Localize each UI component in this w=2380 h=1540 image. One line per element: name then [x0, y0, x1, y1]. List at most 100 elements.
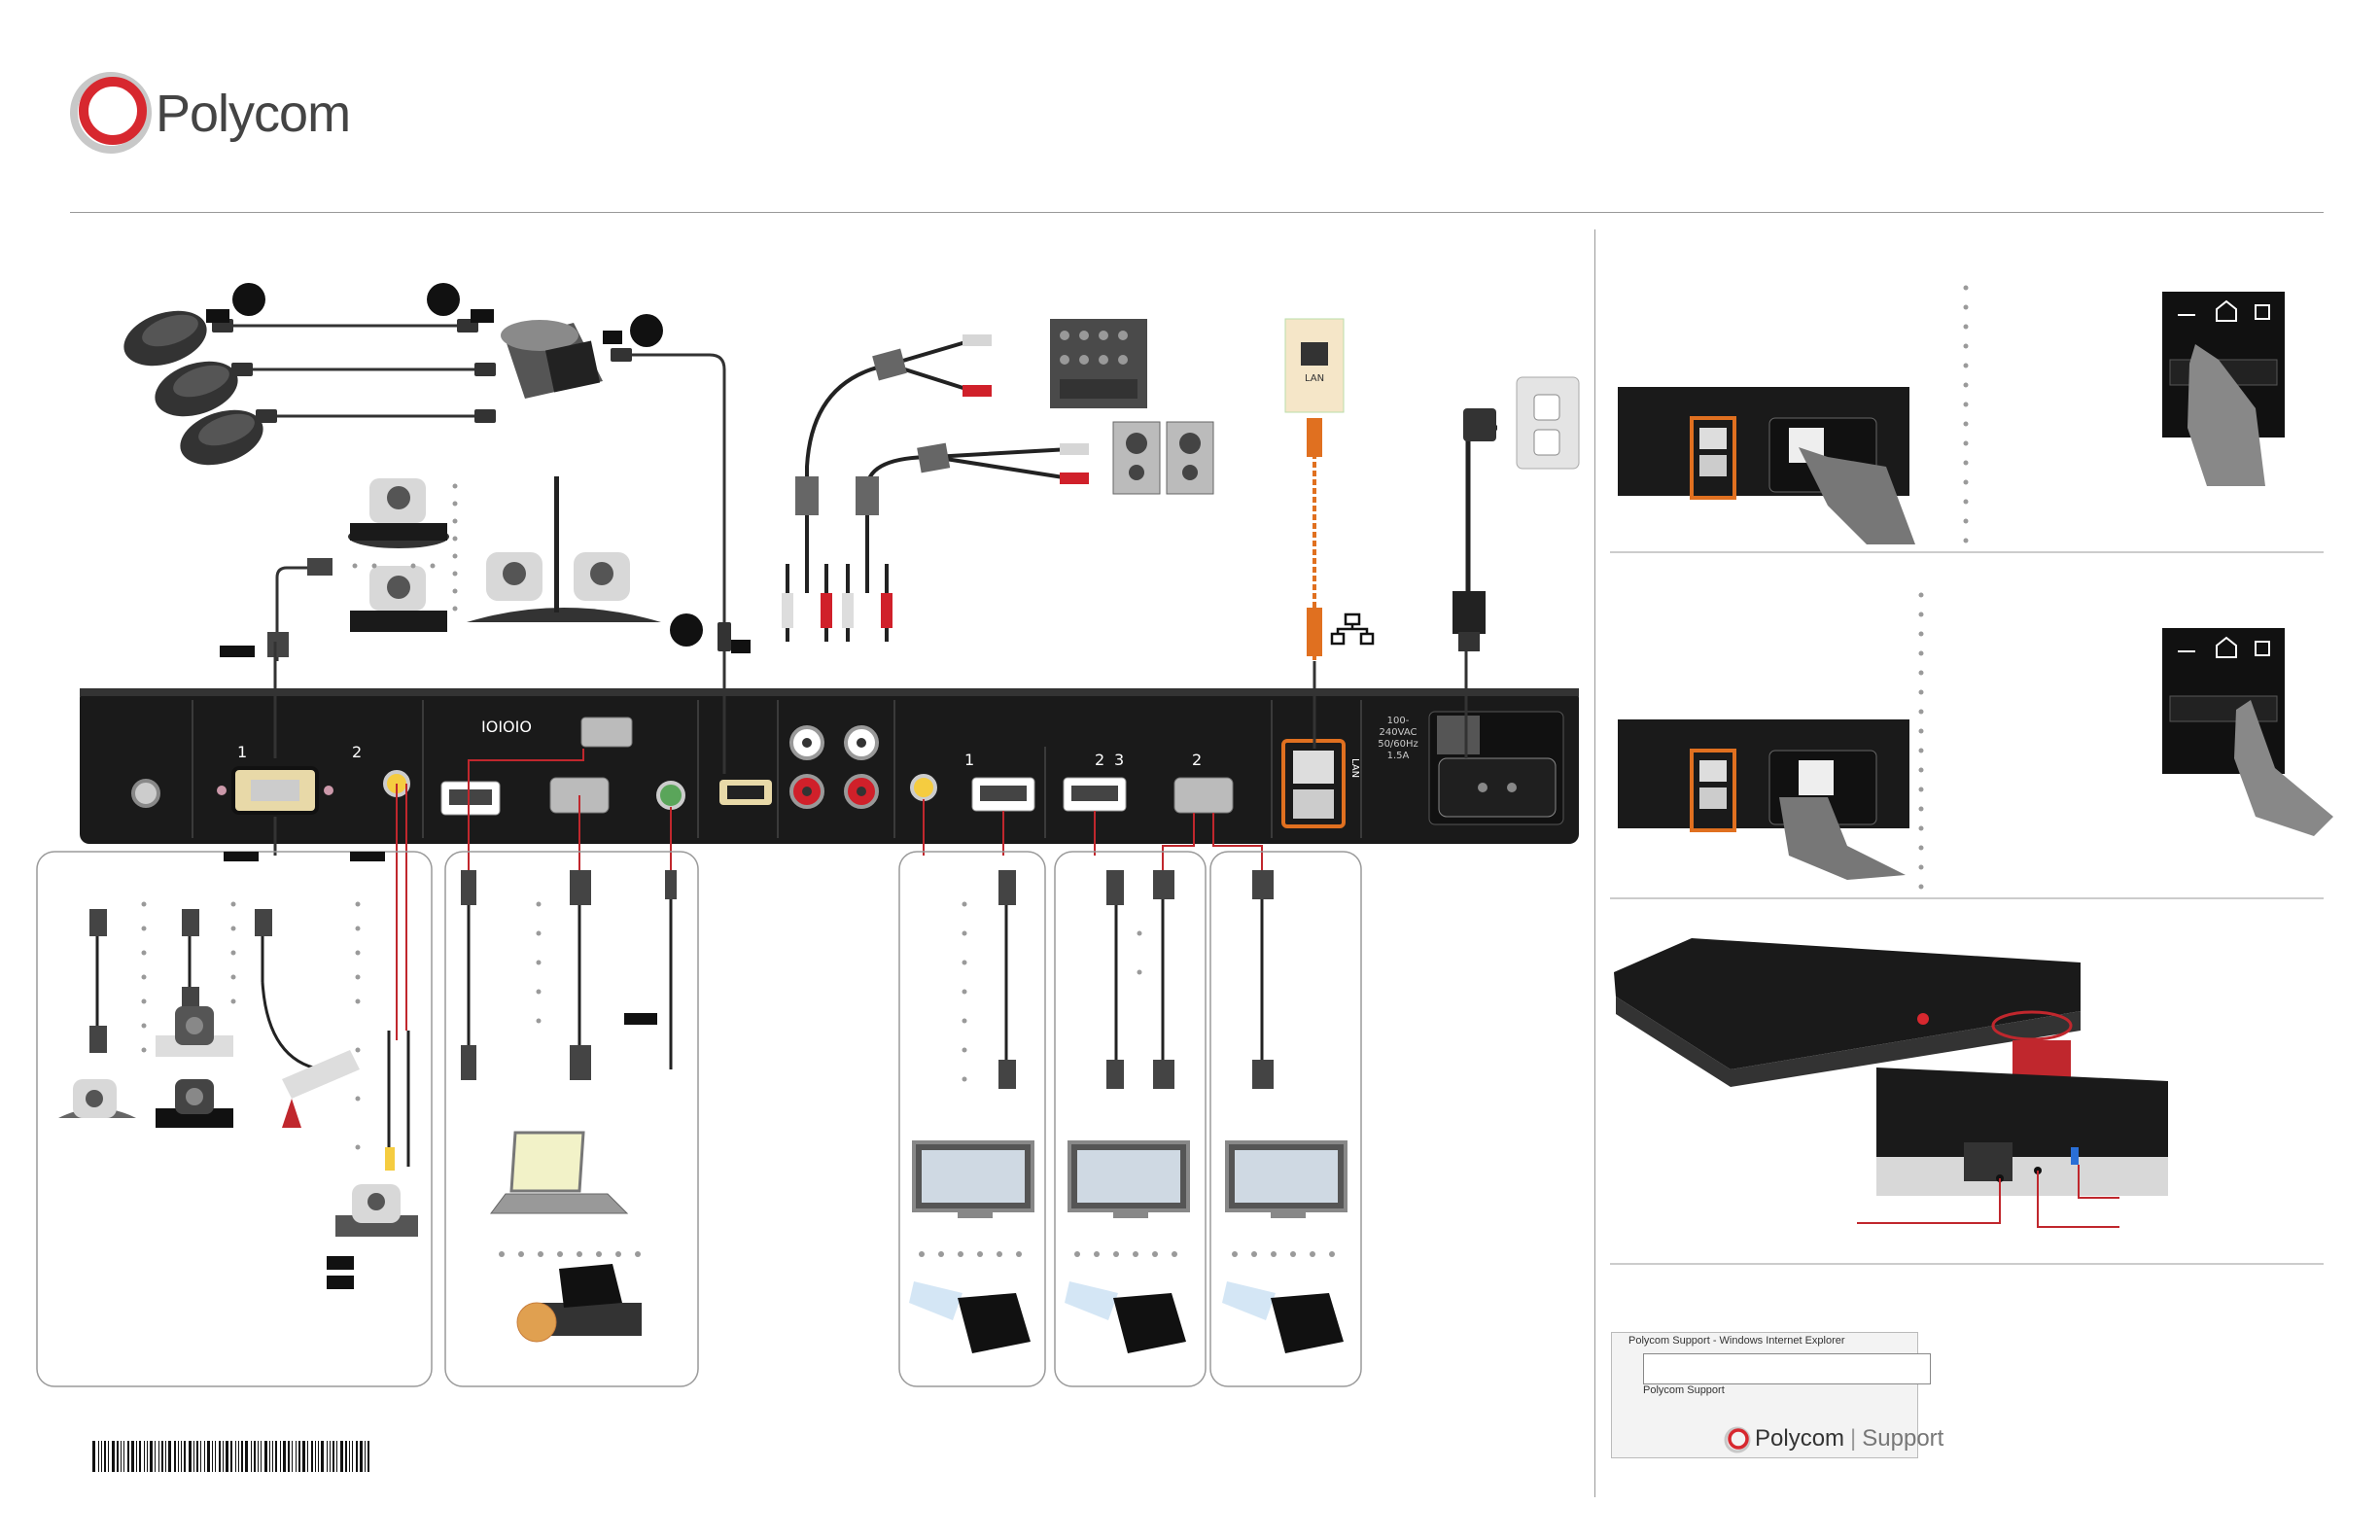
barcode-bar	[307, 1441, 308, 1472]
power-outlet	[1517, 377, 1579, 469]
barcode-bar	[327, 1441, 328, 1472]
barcode-bar	[283, 1441, 286, 1472]
barcode-bar	[184, 1441, 186, 1472]
camera-icon	[58, 1079, 136, 1118]
barcode-bar	[101, 1441, 102, 1472]
barcode-bar	[226, 1441, 228, 1472]
barcode-bar	[349, 1441, 350, 1472]
barcode-bar	[212, 1441, 213, 1472]
barcode-bar	[245, 1441, 248, 1472]
vga-monitor-label: 2	[1192, 751, 1202, 769]
barcode-bar	[117, 1441, 119, 1472]
lan-wall-jack: LAN	[1285, 319, 1344, 412]
barcode-bar	[189, 1441, 192, 1472]
barcode-bar	[311, 1441, 313, 1472]
barcode-bar	[230, 1441, 232, 1472]
barcode-bar	[251, 1441, 252, 1472]
barcode-bar	[272, 1441, 273, 1472]
browser-tab[interactable]: Polycom Support	[1643, 1384, 1725, 1396]
camera-2-label: 2	[352, 743, 362, 761]
barcode-bar	[302, 1441, 305, 1472]
camera-eagleeye-2	[350, 566, 447, 632]
wall-jack-label: LAN	[1305, 373, 1324, 384]
barcode-bar	[161, 1441, 163, 1472]
barcode-icon	[92, 1441, 369, 1472]
barcode-bar	[168, 1441, 171, 1472]
barcode-bar	[196, 1441, 198, 1472]
barcode-bar	[193, 1441, 194, 1472]
barcode-bar	[155, 1441, 156, 1472]
barcode-bar	[352, 1441, 353, 1472]
barcode-bar	[321, 1441, 324, 1472]
codec-front-view	[1614, 938, 2168, 1196]
barcode-bar	[235, 1441, 236, 1472]
barcode-bar	[264, 1441, 267, 1472]
lan-port-label: LAN	[1349, 758, 1360, 778]
barcode-bar	[144, 1441, 145, 1472]
browser-title: Polycom Support - Windows Internet Explo…	[1628, 1335, 1845, 1347]
barcode-bar	[207, 1441, 210, 1472]
barcode-bar	[219, 1441, 221, 1472]
barcode-bar	[147, 1441, 148, 1472]
lan-cable	[1307, 418, 1322, 661]
barcode-bar	[280, 1441, 281, 1472]
barcode-bar	[332, 1441, 334, 1472]
document-camera-icon	[517, 1264, 642, 1342]
address-bar[interactable]	[1643, 1353, 1931, 1384]
barcode-bar	[150, 1441, 153, 1472]
mic-icon-badges	[206, 283, 751, 653]
barcode-bar	[288, 1441, 290, 1472]
barcode-bar	[127, 1441, 129, 1472]
barcode-bar	[165, 1441, 166, 1472]
monitor-1-label: 1	[964, 751, 974, 769]
barcode-bar	[261, 1441, 262, 1472]
barcode-bar	[345, 1441, 347, 1472]
barcode-bar	[121, 1441, 122, 1472]
power-switch-step-1	[1618, 387, 1915, 544]
barcode-bar	[131, 1441, 134, 1472]
barcode-bar	[254, 1441, 256, 1472]
barcode-bar	[92, 1441, 95, 1472]
content-input-panel	[461, 870, 677, 1342]
barcode-bar	[181, 1441, 182, 1472]
monitor-2-label: 2	[1095, 751, 1104, 769]
remote-step-1	[2162, 292, 2285, 486]
conference-phone	[501, 320, 603, 399]
barcode-bar	[104, 1441, 106, 1472]
camera-cables-panel	[58, 852, 418, 1289]
camera-1-label: 1	[237, 743, 247, 761]
barcode-bar	[241, 1441, 243, 1472]
remote-step-2	[2162, 628, 2333, 836]
barcode-bar	[112, 1441, 115, 1472]
monitor-icon	[914, 1142, 1346, 1218]
barcode-bar	[238, 1441, 239, 1472]
barcode-bar	[298, 1441, 300, 1472]
barcode-bar	[365, 1441, 366, 1472]
laptop-icon	[491, 1133, 627, 1213]
support-brand: Polycom	[1755, 1425, 1844, 1452]
barcode-bar	[269, 1441, 270, 1472]
barcode-bar	[204, 1441, 205, 1472]
barcode-bar	[315, 1441, 316, 1472]
barcode-bar	[178, 1441, 179, 1472]
barcode-bar	[200, 1441, 201, 1472]
barcode-bar	[139, 1441, 141, 1472]
barcode-bar	[98, 1441, 99, 1472]
barcode-bar	[360, 1441, 363, 1472]
support-logo: Polycom|Support	[1724, 1425, 1943, 1453]
audio-mixer	[1050, 319, 1147, 408]
network-icon	[1332, 614, 1373, 644]
barcode-bar	[108, 1441, 109, 1472]
barcode-bar	[258, 1441, 259, 1472]
barcode-bar	[318, 1441, 319, 1472]
monitor-3-label: 3	[1114, 751, 1124, 769]
barcode-bar	[123, 1441, 124, 1472]
power-cord	[1452, 408, 1497, 651]
camera-eagleeye-director	[467, 476, 661, 622]
camera-eagleeye-1	[348, 478, 449, 548]
monitor-panels	[909, 870, 1346, 1353]
setup-steps	[1595, 0, 2380, 1540]
psu-rating: 100-240VAC 50/60Hz 1.5A	[1371, 716, 1425, 762]
barcode-bar	[368, 1441, 369, 1472]
speakers	[1113, 422, 1213, 494]
